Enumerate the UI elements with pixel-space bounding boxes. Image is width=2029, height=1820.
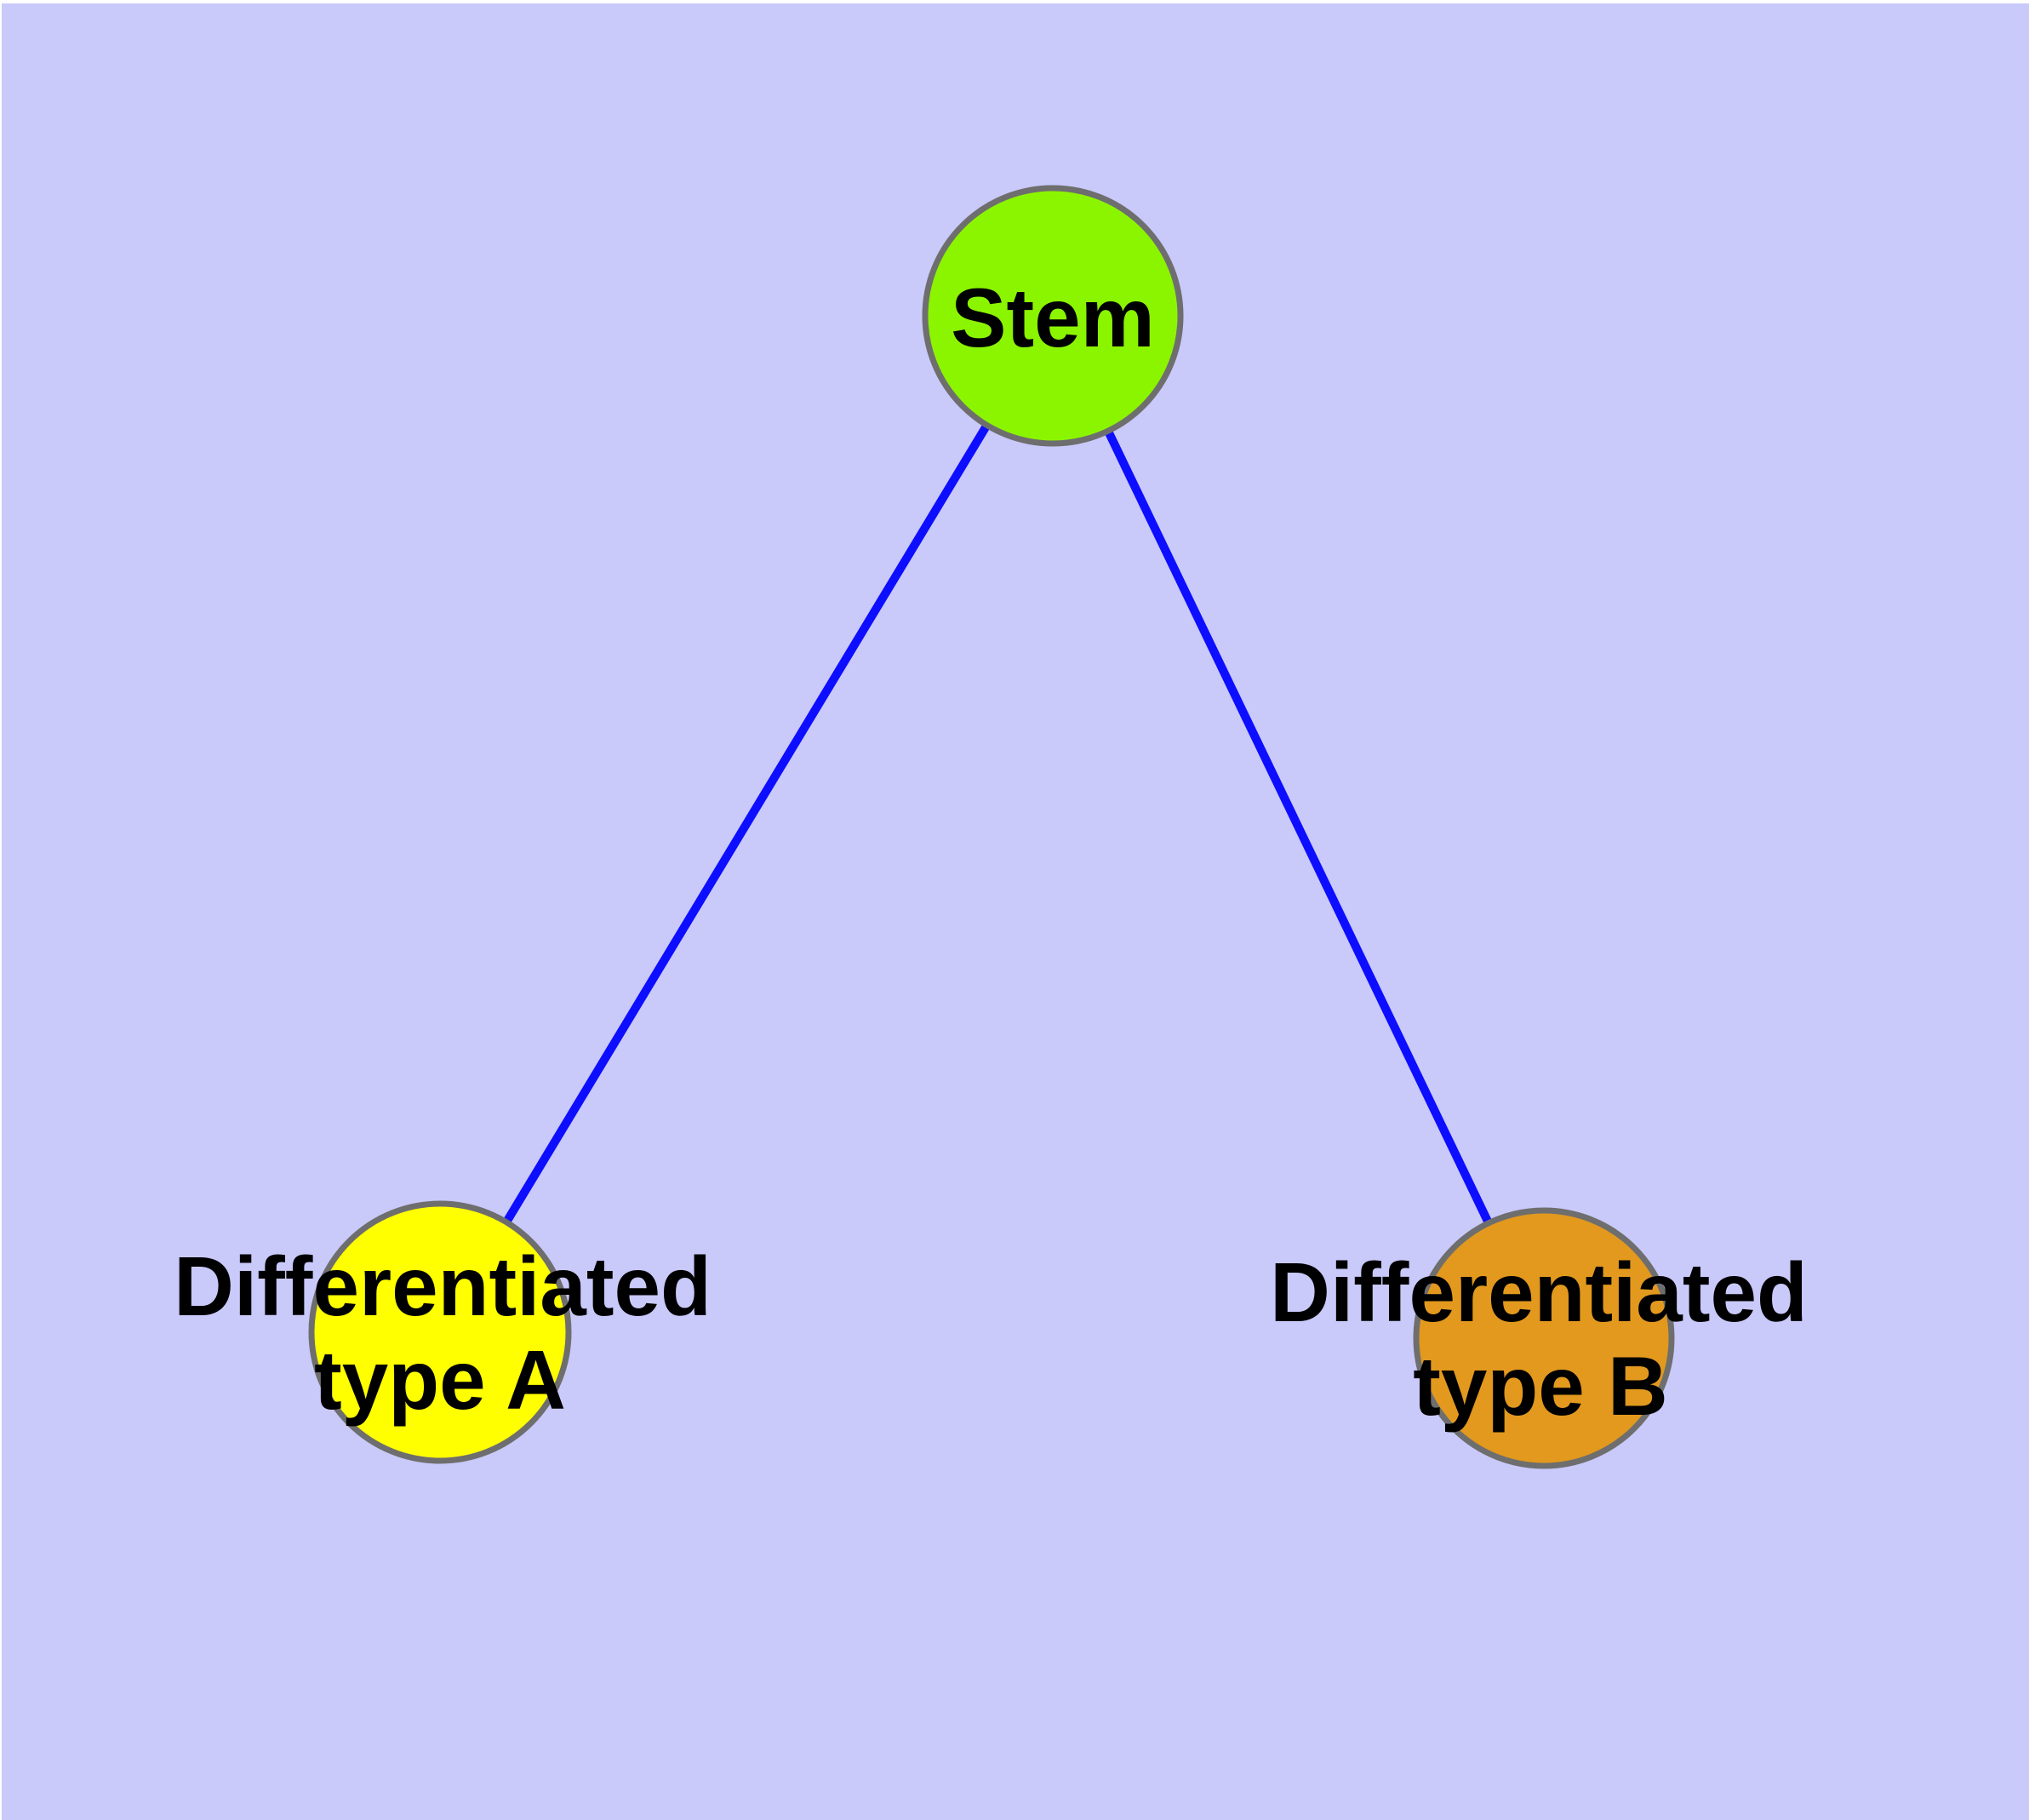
node-differentiated-type-b-circle (1413, 1207, 1675, 1469)
node-differentiated-type-b-label-line-2: type B (1413, 1339, 1668, 1433)
edge-stem-to-differentiated-type-a (436, 313, 1057, 1335)
edge-layer (436, 313, 1548, 1341)
node-differentiated-type-a-circle (308, 1200, 572, 1464)
node-differentiated-type-a: Differentiated type A (174, 1200, 712, 1464)
node-stem-label: Stem (951, 271, 1155, 364)
node-differentiated-type-b: Differentiated type B (1270, 1207, 1808, 1469)
edge-stem-to-differentiated-type-b (1049, 313, 1548, 1341)
node-differentiated-type-a-label-line-1: Differentiated (174, 1239, 712, 1333)
node-stem: Stem (922, 185, 1184, 447)
node-stem-circle (922, 185, 1184, 447)
node-differentiated-type-b-label-line-1: Differentiated (1270, 1245, 1808, 1339)
node-differentiated-type-a-label-line-2: type A (314, 1333, 566, 1427)
